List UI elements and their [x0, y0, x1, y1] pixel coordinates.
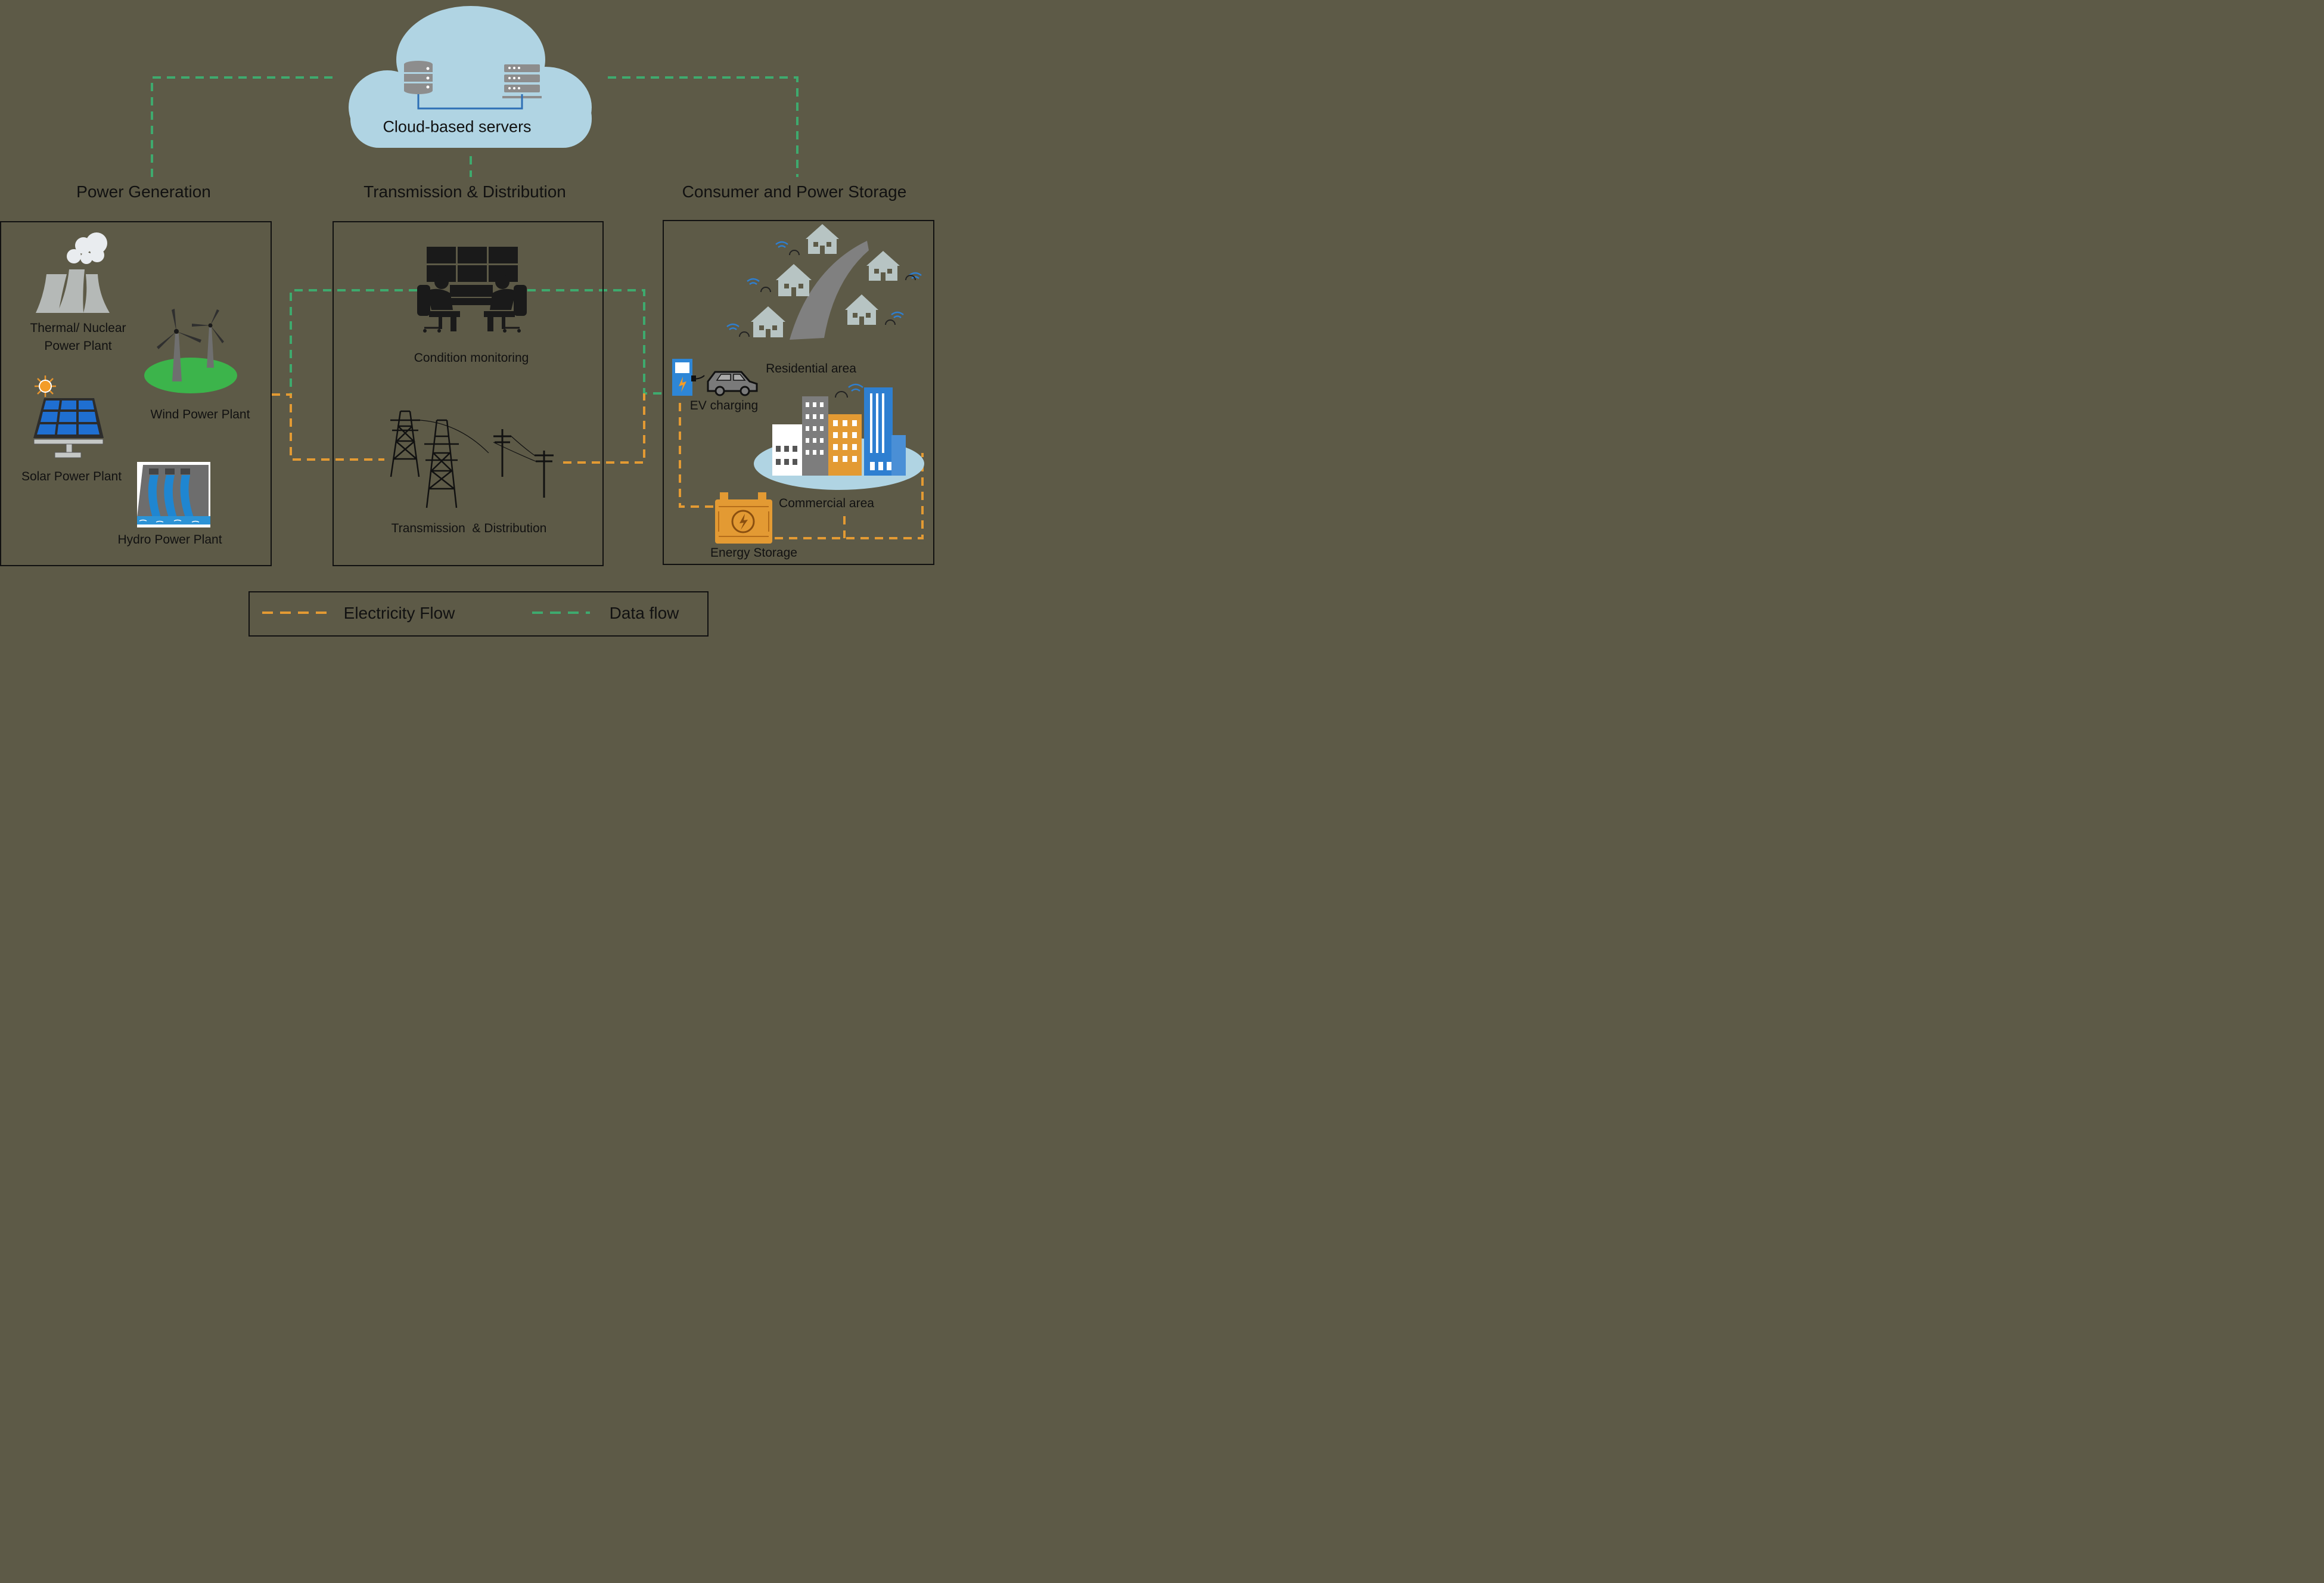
section-title-transmission: Transmission & Distribution: [363, 182, 566, 201]
transmission-tower-icon: [390, 410, 489, 508]
legend-box: [248, 591, 709, 637]
cooling-tower-icon: [36, 269, 110, 313]
thermal-label-line2: Power Plant: [44, 339, 112, 353]
wind-turbine-icon: [157, 309, 224, 381]
battery-icon: [715, 492, 772, 544]
grass-icon: [144, 358, 237, 393]
house-icon: [751, 224, 900, 337]
road-icon: [790, 241, 869, 340]
legend-data-label: Data flow: [609, 604, 679, 622]
hydro-plant-label: Hydro Power Plant: [117, 533, 222, 547]
smart-meter-wifi-icon: [726, 241, 922, 392]
generation-box: [0, 221, 272, 566]
elec-line-generation: [272, 393, 384, 461]
ev-charger-icon: [672, 359, 705, 396]
electricity-flow-lines: [272, 393, 924, 539]
server-link: [417, 94, 523, 110]
elec-line-storage-commercial: [775, 453, 924, 539]
elec-line-ev-storage: [679, 403, 715, 508]
wind-plant-label: Wind Power Plant: [150, 408, 250, 421]
ev-car-icon: [707, 371, 758, 396]
condition-monitoring-label: Condition monitoring: [414, 351, 529, 365]
thermal-label-line1: Thermal/ Nuclear: [30, 321, 126, 335]
section-title-generation: Power Generation: [76, 182, 211, 201]
solar-panel-icon: [33, 398, 104, 458]
architecture-diagram: [0, 6, 934, 637]
commercial-area-label: Commercial area: [779, 496, 874, 510]
data-flow-lines: [151, 76, 799, 395]
cloud-label: Cloud-based servers: [383, 117, 532, 136]
smart-meter-gauge-icon: [739, 250, 916, 398]
energy-storage-label: Energy Storage: [710, 546, 797, 560]
ev-charging-label: EV charging: [689, 399, 759, 412]
data-line-consumer: [608, 76, 799, 177]
legend-electricity-label: Electricity Flow: [343, 604, 455, 622]
distribution-pole-icon: [493, 429, 554, 498]
transmission-box: [333, 221, 604, 566]
data-line-monitoring-right: [527, 289, 663, 395]
sun-icon: [35, 375, 56, 397]
residential-area-label: Residential area: [766, 362, 856, 375]
consumer-box: [663, 220, 934, 565]
smoke-icon: [67, 232, 107, 264]
thermal-plant-label: Thermal/ Nuclear Power Plant: [30, 319, 126, 355]
control-room-icon: [417, 247, 527, 333]
transmission-distribution-label: Transmission & Distribution: [391, 522, 547, 535]
solar-plant-label: Solar Power Plant: [21, 470, 122, 483]
data-line-generation: [151, 76, 334, 177]
hydro-dam-icon: [137, 462, 210, 527]
section-title-consumer: Consumer and Power Storage: [682, 182, 907, 201]
commercial-buildings-icon: [772, 387, 906, 476]
database-icon: [404, 61, 433, 94]
data-line-monitoring-loop: [290, 289, 417, 395]
house-windows: [759, 242, 892, 337]
